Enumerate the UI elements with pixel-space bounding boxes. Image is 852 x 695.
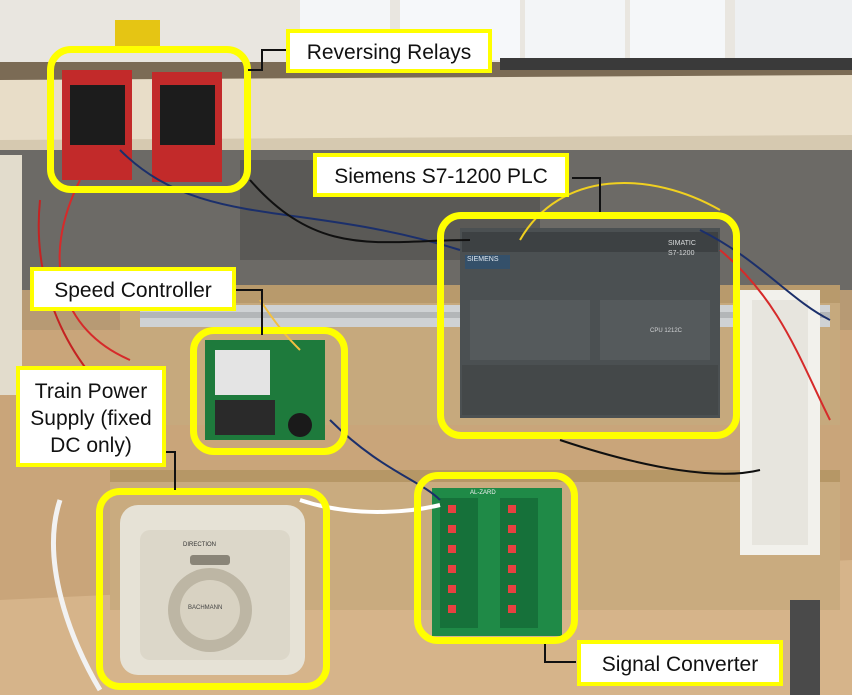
label-reversing-relays-text: Reversing Relays — [306, 41, 472, 64]
converter-brand-text: AL-ZARD — [470, 490, 496, 496]
label-power-supply-line1: Train Power — [34, 380, 148, 403]
plc-model-line1: SIMATIC — [668, 240, 696, 247]
label-power-supply-line3: DC only) — [50, 434, 132, 457]
dial-direction-text: DIRECTION — [183, 542, 216, 548]
dial-brand-text: BACHMANN — [188, 605, 223, 611]
label-power-supply: Train Power Supply (fixed DC only) — [16, 366, 166, 467]
highlight-reversing-relays — [47, 46, 251, 193]
highlight-signal-converter — [414, 472, 578, 644]
label-power-supply-line2: Supply (fixed — [30, 407, 152, 430]
label-signal-converter: Signal Converter — [577, 640, 783, 686]
label-speed-controller: Speed Controller — [30, 267, 236, 311]
label-plc-text: Siemens S7-1200 PLC — [334, 165, 548, 188]
plc-brand-text: SIEMENS — [467, 256, 499, 263]
label-speed-controller-text: Speed Controller — [54, 279, 212, 302]
plc-cpu-text: CPU 1212C — [650, 328, 683, 334]
label-reversing-relays: Reversing Relays — [286, 29, 492, 73]
highlight-plc — [437, 212, 740, 439]
label-signal-converter-text: Signal Converter — [601, 653, 759, 676]
label-plc: Siemens S7-1200 PLC — [313, 153, 569, 197]
plc-model-line2: S7-1200 — [668, 250, 695, 257]
highlight-power-supply — [96, 488, 330, 690]
highlight-speed-controller — [190, 327, 348, 455]
